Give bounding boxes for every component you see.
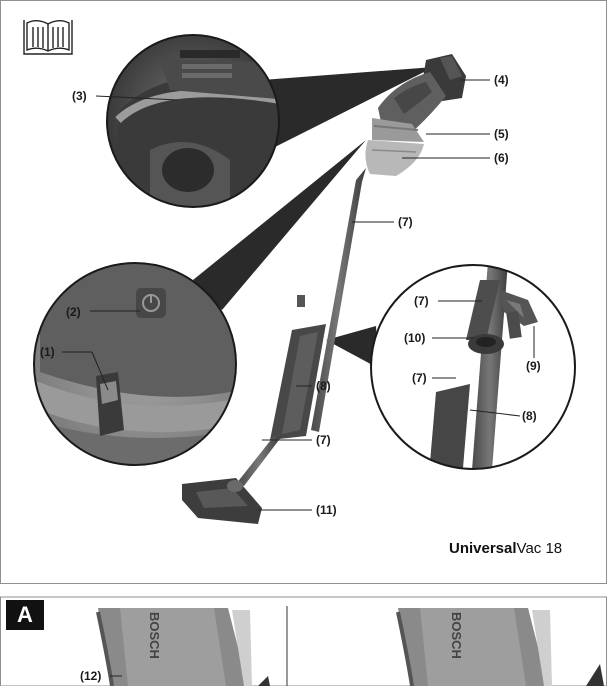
product-brand: Universal bbox=[449, 540, 517, 557]
label-7-zoom-top: (7) bbox=[414, 294, 429, 308]
label-6: (6) bbox=[494, 151, 509, 165]
callout-wedge-top bbox=[262, 67, 434, 148]
section-a-illustrations: BOSCH BOSCH (12) bbox=[80, 606, 604, 686]
label-4: (4) bbox=[494, 73, 509, 87]
label-12: (12) bbox=[80, 669, 101, 683]
label-11: (11) bbox=[316, 503, 337, 517]
dust-container bbox=[365, 140, 424, 176]
callout-wedge-right bbox=[326, 326, 378, 368]
label-7-upper: (7) bbox=[398, 215, 413, 229]
product-name: UniversalVac 18 bbox=[449, 540, 562, 557]
open-book-icon bbox=[23, 20, 73, 55]
label-8-main: (8) bbox=[316, 379, 331, 393]
label-2: (2) bbox=[66, 305, 81, 319]
brand-mark-right: BOSCH bbox=[449, 612, 464, 659]
section-frame bbox=[0, 596, 607, 686]
figure-frame bbox=[0, 0, 607, 584]
label-8-zoom: (8) bbox=[522, 409, 537, 423]
vacuum-illustration bbox=[182, 54, 466, 524]
label-7-lower: (7) bbox=[316, 433, 331, 447]
section-letter: A bbox=[6, 600, 44, 630]
label-9: (9) bbox=[526, 359, 541, 373]
label-3: (3) bbox=[72, 89, 87, 103]
callout-wedge-left bbox=[193, 140, 366, 310]
label-5: (5) bbox=[494, 127, 509, 141]
leader-lines bbox=[62, 79, 535, 511]
brand-mark-left: BOSCH bbox=[147, 612, 162, 659]
label-10: (10) bbox=[404, 331, 425, 345]
label-1: (1) bbox=[40, 345, 55, 359]
label-7-zoom-bottom: (7) bbox=[412, 371, 427, 385]
magnifier-battery-indicator bbox=[106, 34, 280, 208]
product-model: Vac 18 bbox=[516, 540, 563, 557]
magnifier-nozzle-holder bbox=[370, 264, 576, 470]
magnifier-switch bbox=[33, 262, 237, 466]
